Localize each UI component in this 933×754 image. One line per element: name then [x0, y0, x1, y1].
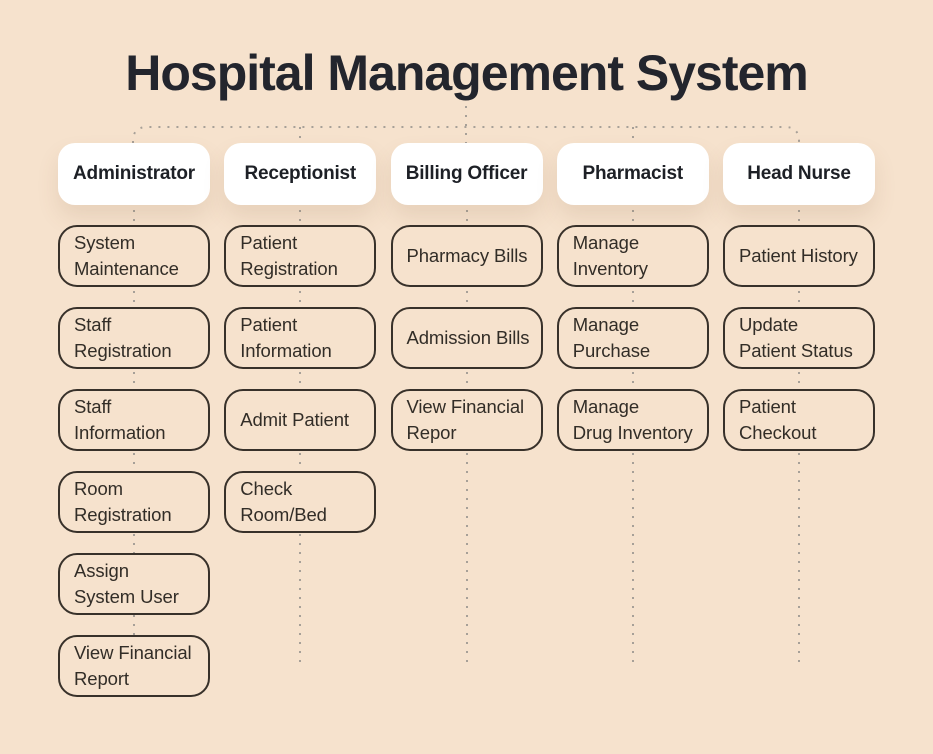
page-title: Hospital Management System: [125, 45, 809, 101]
column-head-nurse: Head Nurse Patient History Update Patien…: [723, 143, 875, 697]
task-box-update-patient-status: Update Patient Status: [723, 307, 875, 369]
role-header-pharmacist: Pharmacist: [556, 143, 709, 205]
task-box-view-financial-report: View Financial Report: [58, 635, 210, 697]
task-box-patient-information: Patient Information: [224, 307, 377, 369]
task-box-pharmacy-bills: Pharmacy Bills: [390, 225, 543, 287]
task-box-room-registration: Room Registration: [58, 471, 210, 533]
column-receptionist: Receptionist Patient Registration Patien…: [224, 143, 377, 697]
task-box-patient-history: Patient History: [723, 225, 875, 287]
task-box-staff-information: Staff Information: [58, 389, 210, 451]
task-box-admission-bills: Admission Bills: [390, 307, 543, 369]
connector-path: [132, 106, 800, 143]
task-box-manage-drug-inventory: Manage Drug Inventory: [556, 389, 709, 451]
task-box-assign-system-user: Assign System User: [58, 553, 210, 615]
column-pharmacist: Pharmacist Manage Inventory Manage Purch…: [556, 143, 709, 697]
role-header-receptionist: Receptionist: [224, 143, 377, 205]
role-header-billing-officer: Billing Officer: [390, 143, 543, 205]
task-box-check-room-bed: Check Room/Bed: [224, 471, 377, 533]
columns-row: Administrator System Maintenance Staff R…: [58, 143, 875, 697]
column-administrator: Administrator System Maintenance Staff R…: [58, 143, 210, 697]
task-box-staff-registration: Staff Registration: [58, 307, 210, 369]
task-box-manage-inventory: Manage Inventory: [556, 225, 709, 287]
task-box-view-financial-repor: View Financial Repor: [390, 389, 543, 451]
task-box-admit-patient: Admit Patient: [224, 389, 377, 451]
role-header-administrator: Administrator: [58, 143, 210, 205]
role-header-head-nurse: Head Nurse: [723, 143, 875, 205]
task-box-system-maintenance: System Maintenance: [58, 225, 210, 287]
task-box-manage-purchase: Manage Purchase: [556, 307, 709, 369]
task-box-patient-registration: Patient Registration: [224, 225, 377, 287]
column-billing-officer: Billing Officer Pharmacy Bills Admission…: [390, 143, 543, 697]
task-box-patient-checkout: Patient Checkout: [723, 389, 875, 451]
